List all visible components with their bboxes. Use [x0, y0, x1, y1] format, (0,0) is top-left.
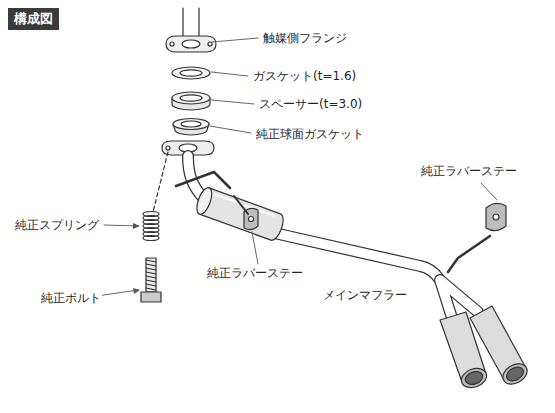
silencer-body — [194, 186, 286, 242]
spring — [143, 212, 159, 241]
hanger-rod — [448, 236, 490, 272]
bolt-thread — [146, 268, 156, 270]
part-label: 純正スプリング — [14, 218, 100, 232]
leader-arrowhead — [133, 223, 140, 294]
part-label: 純正ボルト — [40, 291, 102, 305]
pipe — [188, 156, 478, 318]
gasket — [172, 67, 210, 79]
part-label: スペーサー(t=3.0) — [258, 97, 363, 111]
diagram-title: 構成図 — [8, 8, 59, 30]
part-label: メインマフラー — [322, 288, 408, 302]
spring-coil — [143, 236, 159, 241]
bolt-thread — [146, 272, 156, 274]
part-label: ガスケット(t=1.6) — [252, 69, 357, 83]
part-label: 純正球面ガスケット — [255, 127, 365, 141]
catalyst-flange — [166, 36, 216, 52]
bolt — [141, 258, 161, 302]
tailpipe-tip — [440, 306, 531, 391]
rubber-stay — [486, 203, 506, 230]
part-label: 触媒側フランジ — [262, 31, 348, 45]
catalyst-pipe — [183, 8, 199, 36]
bolt-thread — [146, 264, 156, 266]
hanger-rod — [176, 172, 230, 188]
part-label: 純正ラバーステー — [420, 164, 518, 178]
rubber-stay — [234, 196, 258, 230]
part-label: 純正ラバーステー — [206, 266, 304, 280]
bolt-thread — [146, 276, 156, 278]
bolt-thread — [146, 260, 156, 262]
bolt-thread — [146, 284, 156, 286]
bolt-thread — [146, 280, 156, 282]
bolt-thread — [146, 288, 156, 290]
assembly-line — [153, 152, 168, 212]
